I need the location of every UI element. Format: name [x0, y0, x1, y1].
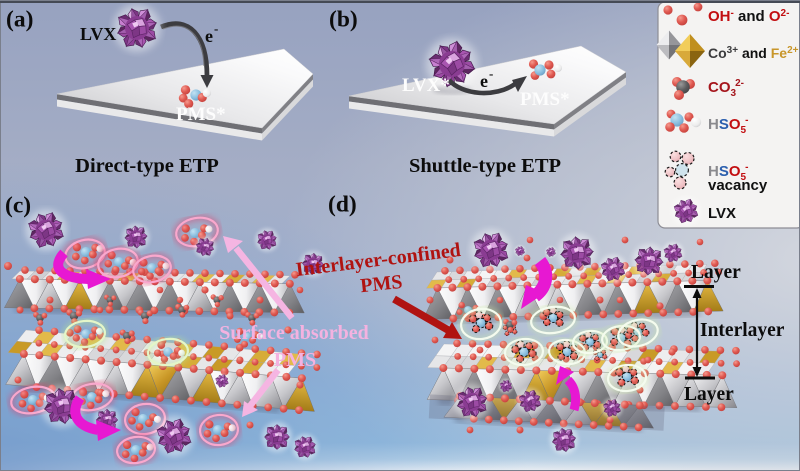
svg-text:Co3+ and Fe2+: Co3+ and Fe2+	[708, 45, 799, 61]
svg-text:PMS*: PMS*	[176, 104, 226, 125]
svg-text:LVX: LVX	[80, 24, 116, 44]
svg-text:CO32-: CO32-	[708, 78, 744, 99]
svg-text:-: -	[214, 21, 218, 36]
svg-text:HSO5-: HSO5-	[708, 162, 748, 183]
svg-text:(a): (a)	[6, 7, 33, 33]
svg-text:Layer: Layer	[684, 384, 734, 405]
svg-text:Shuttle-type ETP: Shuttle-type ETP	[409, 155, 561, 177]
svg-text:PMS*: PMS*	[520, 89, 570, 110]
svg-text:Interlayer: Interlayer	[700, 320, 785, 341]
svg-text:PMS: PMS	[274, 349, 316, 371]
svg-text:HSO5-: HSO5-	[708, 115, 748, 136]
svg-text:LVX*: LVX*	[402, 75, 450, 96]
svg-text:Direct-type ETP: Direct-type ETP	[75, 155, 219, 177]
svg-text:-: -	[489, 66, 493, 81]
svg-text:LVX: LVX	[708, 205, 736, 222]
svg-text:Surface absorbed: Surface absorbed	[219, 322, 368, 344]
svg-text:PMS: PMS	[359, 271, 403, 297]
svg-text:(d): (d)	[328, 192, 357, 218]
svg-text:e: e	[205, 26, 213, 46]
svg-text:Layer: Layer	[691, 262, 741, 283]
svg-text:vacancy: vacancy	[708, 177, 768, 194]
svg-text:(c): (c)	[5, 193, 31, 219]
svg-text:(b): (b)	[329, 7, 358, 33]
svg-text:e: e	[480, 71, 488, 91]
svg-text:OH- and O2-: OH- and O2-	[708, 8, 789, 25]
